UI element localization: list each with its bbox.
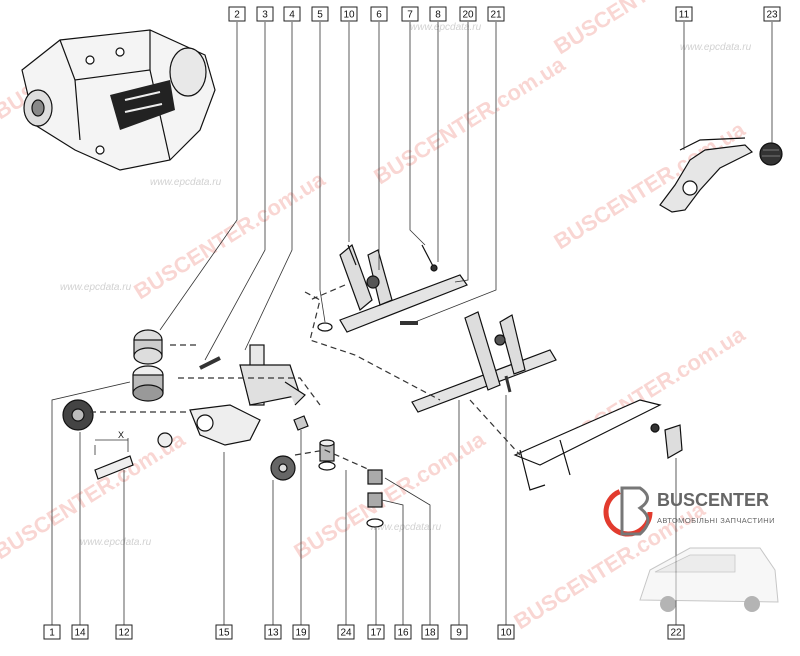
brand-subtitle: АВТОМОБІЛЬНІ ЗАПЧАСТИНИ xyxy=(657,516,775,525)
callout-13: 13 xyxy=(264,624,282,640)
callout-4: 4 xyxy=(283,6,301,22)
callout-number: 11 xyxy=(679,10,690,21)
watermark-grey: www.epcdata.ru xyxy=(60,282,132,293)
watermark-grey: www.epcdata.ru xyxy=(150,177,222,188)
callout-21: 21 xyxy=(487,6,505,22)
callout-number: 6 xyxy=(376,10,382,21)
van-illustration xyxy=(639,547,779,612)
callout-18: 18 xyxy=(421,624,439,640)
callout-3: 3 xyxy=(256,6,274,22)
callout-number: 4 xyxy=(289,10,295,21)
callout-5: 5 xyxy=(311,6,329,22)
callout-9: 9 xyxy=(450,624,468,640)
callout-1: 1 xyxy=(43,624,61,640)
watermark-grey: www.epcdata.ru xyxy=(80,537,152,548)
callout-8: 8 xyxy=(429,6,447,22)
gearbox-overview-illustration xyxy=(21,29,216,171)
callout-number: 22 xyxy=(670,628,682,639)
callout-number: 10 xyxy=(500,628,512,639)
callout-number: 1 xyxy=(49,628,55,639)
callout-23: 23 xyxy=(763,6,781,22)
watermark-grey: www.epcdata.ru xyxy=(410,22,482,33)
callout-number: 5 xyxy=(317,10,323,21)
clutch-fork-assembly xyxy=(659,137,783,213)
callout-number: 17 xyxy=(370,628,382,639)
callout-10: 10 xyxy=(340,6,358,22)
callout-number: 15 xyxy=(218,628,230,639)
callout-number: 13 xyxy=(267,628,279,639)
callout-number: 9 xyxy=(456,628,462,639)
callout-14: 14 xyxy=(71,624,89,640)
selector-forks-assembly xyxy=(317,243,557,413)
callout-12: 12 xyxy=(115,624,133,640)
watermark-red: BUSCENTER.com.ua xyxy=(369,51,569,189)
callout-16: 16 xyxy=(394,624,412,640)
callout-10: 10 xyxy=(497,624,515,640)
watermark-grey: www.epcdata.ru xyxy=(370,522,442,533)
watermark-grey: www.epcdata.ru xyxy=(680,42,752,53)
callout-number: 8 xyxy=(435,10,441,21)
callout-number: 21 xyxy=(490,10,502,21)
leader-lines xyxy=(51,22,773,632)
dimension-label: X xyxy=(118,430,124,440)
callout-number: 18 xyxy=(424,628,436,639)
callout-number: 24 xyxy=(340,628,352,639)
callout-number: 20 xyxy=(462,10,474,21)
brand-name: BUSCENTER xyxy=(657,490,769,510)
shift-rod-housing xyxy=(513,399,683,491)
callout-number: 12 xyxy=(118,628,130,639)
callout-15: 15 xyxy=(215,624,233,640)
assembly-dashed-lines xyxy=(90,284,521,471)
shift-linkage-parts: X xyxy=(62,329,384,528)
callout-6: 6 xyxy=(370,6,388,22)
callout-number: 19 xyxy=(295,628,307,639)
callout-number: 16 xyxy=(397,628,409,639)
callout-number: 7 xyxy=(407,10,413,21)
callout-17: 17 xyxy=(367,624,385,640)
callout-2: 2 xyxy=(228,6,246,22)
callout-20: 20 xyxy=(459,6,477,22)
buscenter-logo: BUSCENTER АВТОМОБІЛЬНІ ЗАПЧАСТИНИ xyxy=(603,486,775,537)
callout-number: 10 xyxy=(343,10,355,21)
callout-number: 2 xyxy=(234,10,240,21)
callout-24: 24 xyxy=(337,624,355,640)
callout-number: 3 xyxy=(262,10,268,21)
callout-number: 14 xyxy=(74,628,86,639)
callout-7: 7 xyxy=(401,6,419,22)
callout-19: 19 xyxy=(292,624,310,640)
callout-22: 22 xyxy=(667,624,685,640)
watermark-red: BUSCENTER.com.ua xyxy=(549,116,749,254)
callout-11: 11 xyxy=(675,6,693,22)
callout-number: 23 xyxy=(766,10,778,21)
